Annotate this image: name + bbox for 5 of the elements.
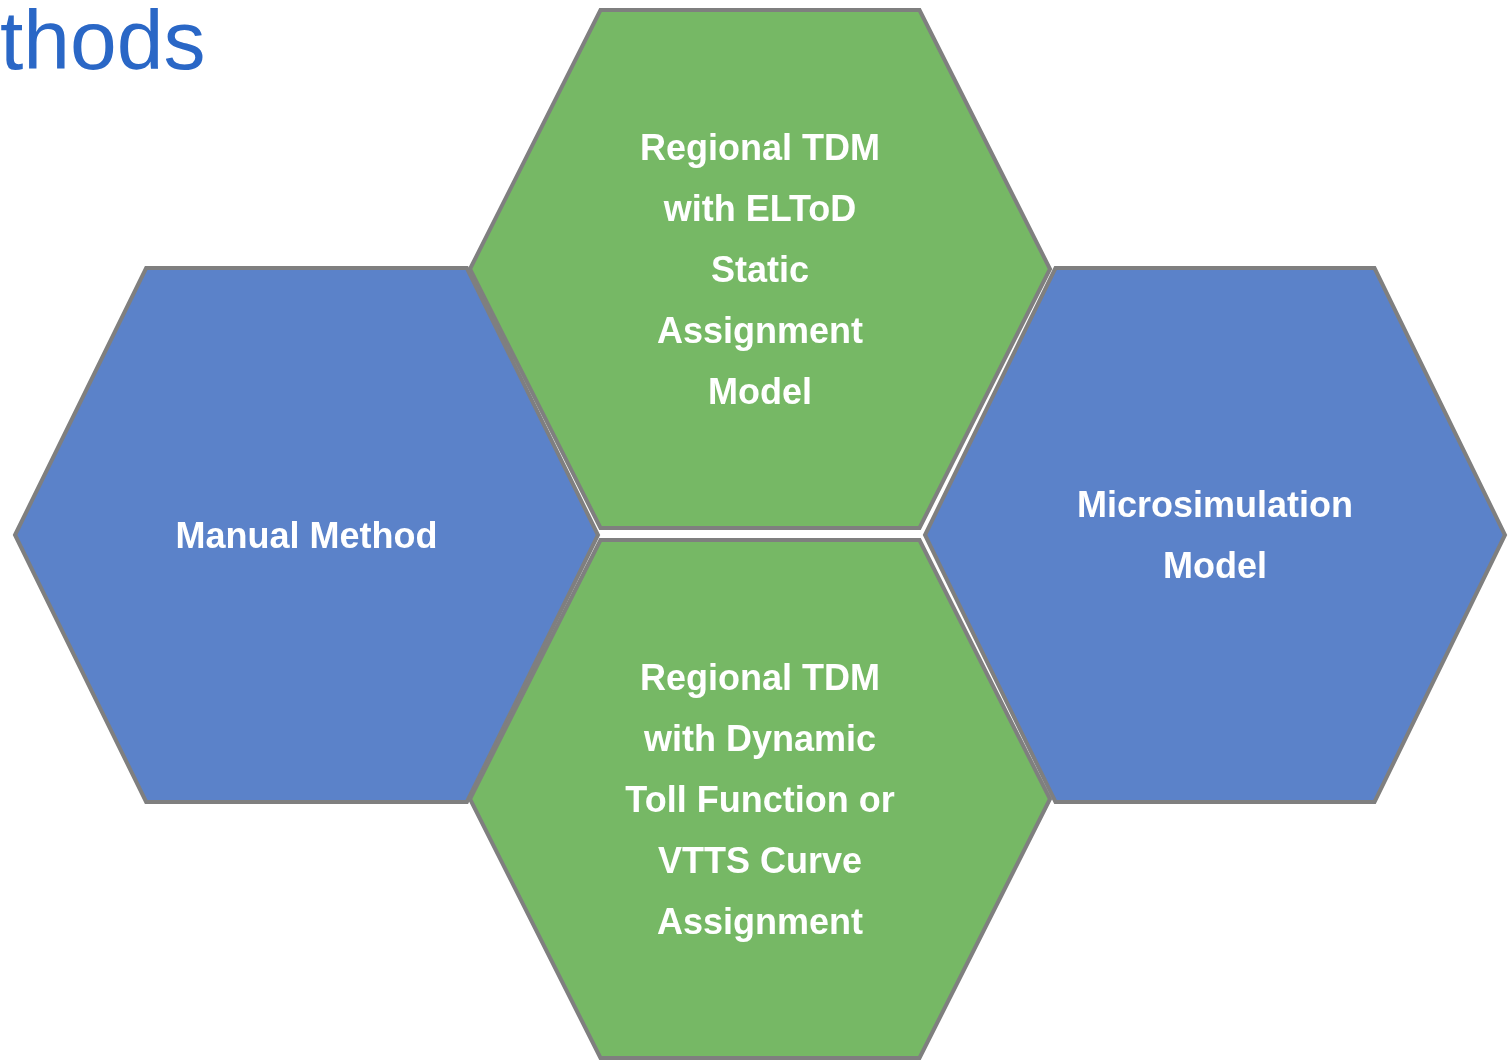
heading: thods [0,0,206,89]
hexagon-label: Regional TDM with Dynamic Toll Function or VTTS Curve Assignment [624,655,896,944]
hexagon-label: Microsimulation Model [1076,483,1354,588]
hexagon-label: Manual Method [174,513,439,558]
hexagon-label: Regional TDM with ELToD Static Assignment Model [639,125,881,414]
